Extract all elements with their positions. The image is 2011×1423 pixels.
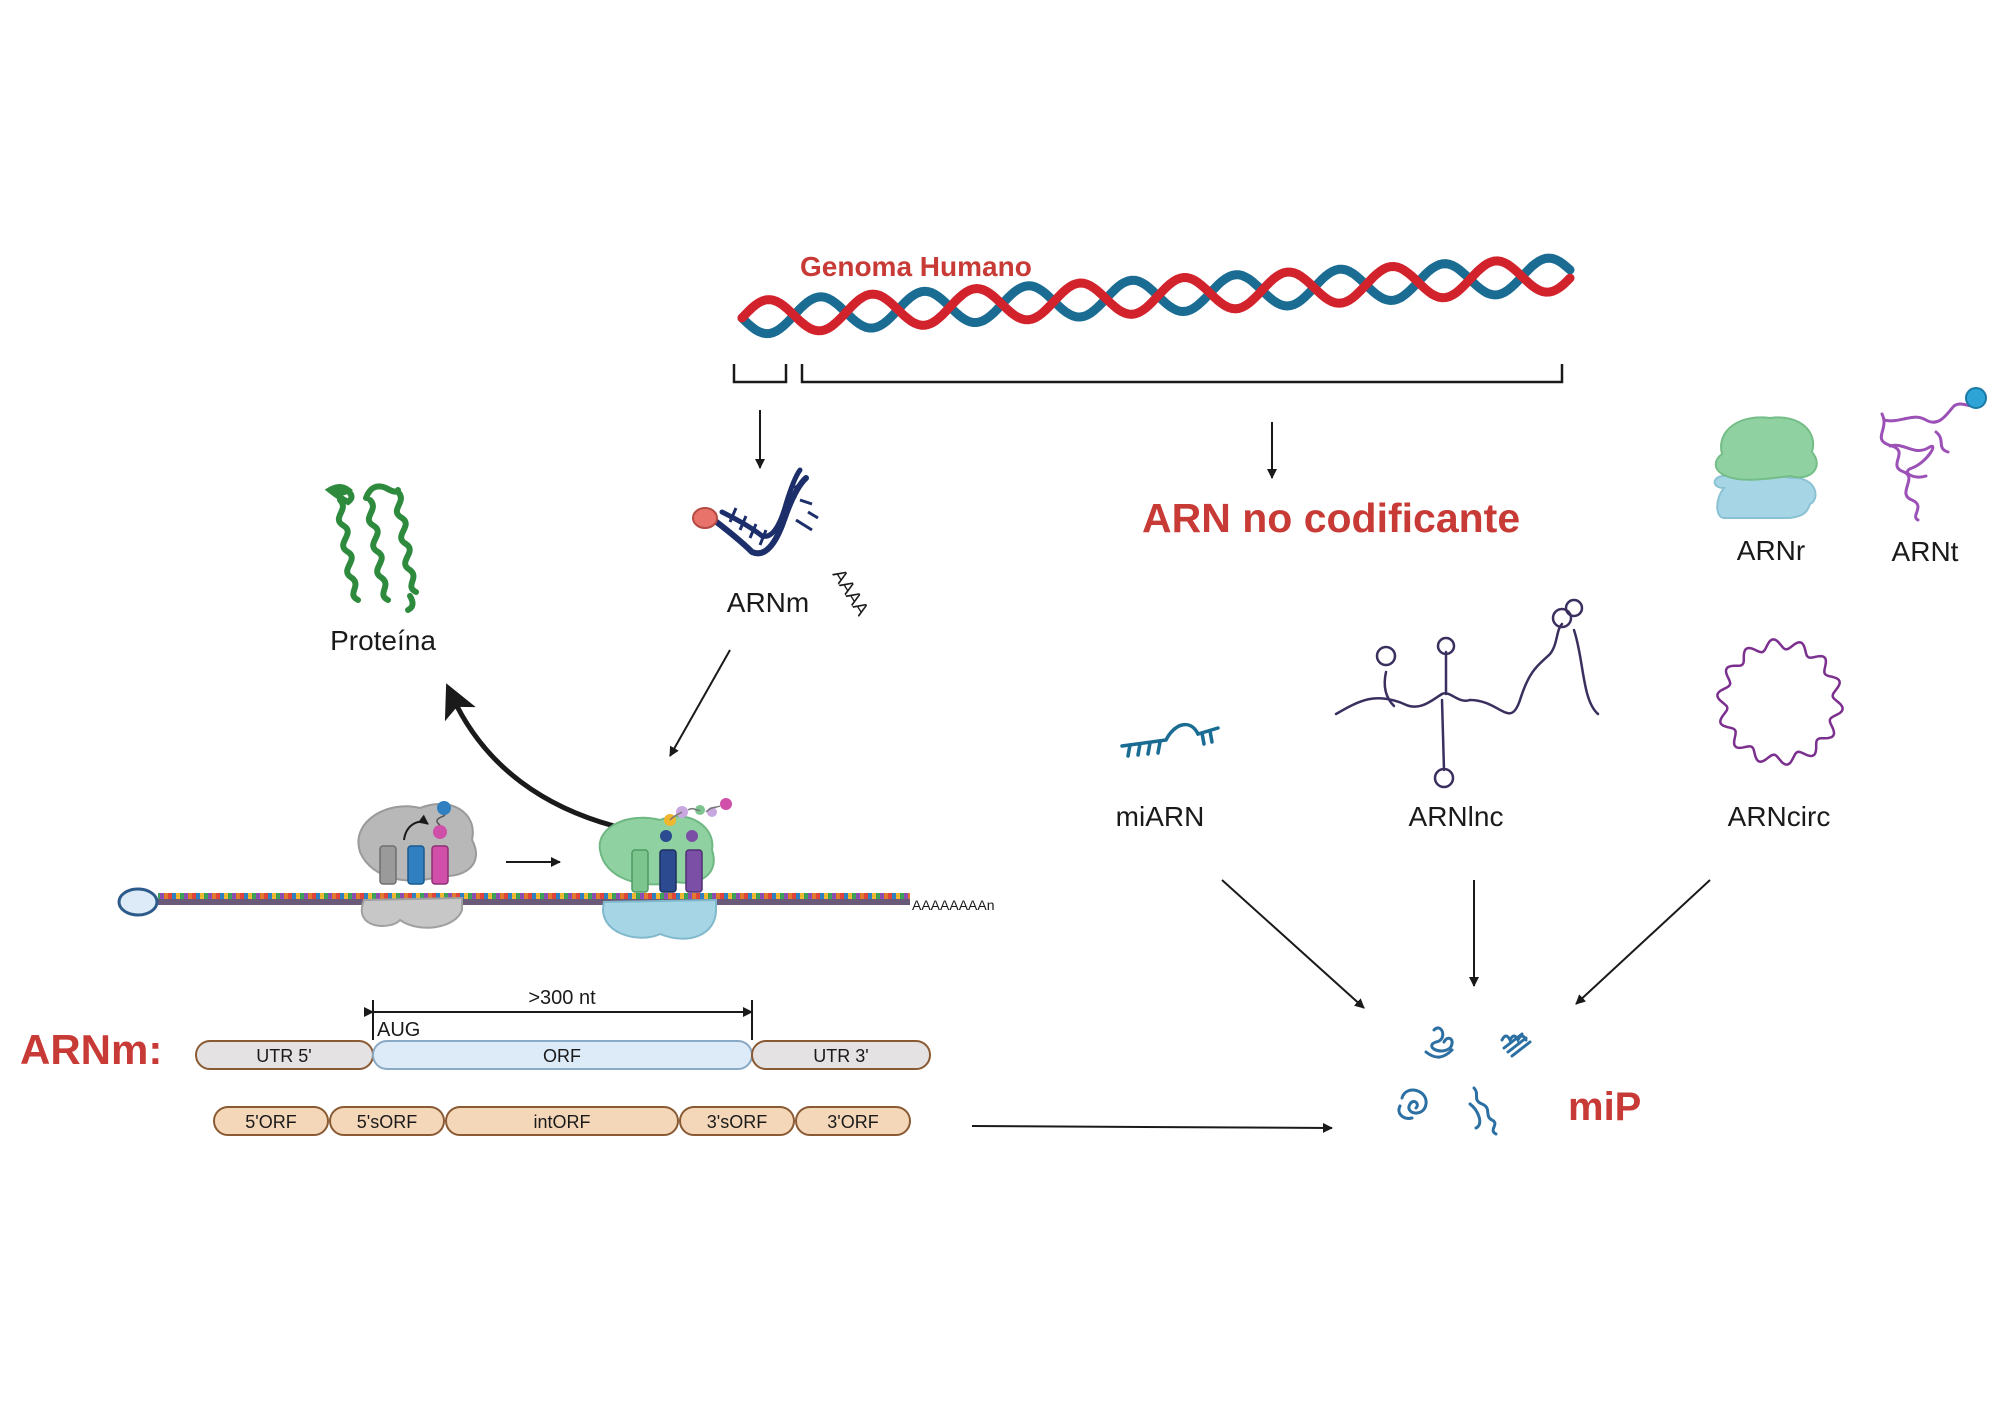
trna-icon: [1879, 402, 1978, 522]
ribosome-icon: [357, 801, 478, 929]
sorf-intorf: intORF: [445, 1106, 679, 1136]
mrna-strand: [117, 887, 910, 917]
arrow-mirna-to-mip: [1221, 879, 1365, 1009]
region-orf-label: ORF: [543, 1046, 581, 1066]
start-codon-label: AUG: [377, 1019, 420, 1041]
sorf-3orf-label: 3'ORF: [827, 1112, 878, 1132]
sorf-3orf: 3'ORF: [795, 1106, 911, 1136]
sorf-3sorf: 3'sORF: [679, 1106, 795, 1136]
genome-label: Genoma Humano: [800, 251, 1032, 282]
mip-label: miP: [1568, 1085, 1641, 1129]
ncrna-title: ARN no codificante: [1142, 495, 1520, 541]
region-utr5: UTR 5': [195, 1040, 374, 1070]
mrna-icon: [692, 467, 819, 557]
region-utr3: UTR 3': [751, 1040, 931, 1070]
region-orf: ORF: [372, 1040, 753, 1070]
protein-label: Proteína: [330, 625, 436, 656]
protein-icon: [324, 483, 419, 613]
sorf-5orf-label: 5'ORF: [245, 1112, 296, 1132]
mrna-polya-tail: AAAA: [828, 566, 873, 620]
sorf-3sorf-label: 3'sORF: [707, 1112, 767, 1132]
arrow-circrna-to-mip: [1575, 879, 1711, 1005]
lncrna-icon: [1334, 598, 1600, 789]
micropeptide-icon: [1397, 1026, 1532, 1136]
mirna-icon: [1120, 722, 1220, 758]
mrna-label: ARNm: [727, 587, 809, 618]
lncrna-label: ARNlnc: [1409, 801, 1504, 832]
ribosome-icon: [598, 798, 732, 940]
trna-label: ARNt: [1892, 536, 1959, 567]
sorf-5sorf: 5'sORF: [329, 1106, 445, 1136]
sorf-intorf-label: intORF: [533, 1112, 590, 1132]
arrow-to-protein: [444, 683, 615, 829]
circrna-label: ARNcirc: [1728, 801, 1831, 832]
rrna-label: ARNr: [1737, 535, 1805, 566]
region-utr3-label: UTR 3': [813, 1046, 868, 1066]
mirna-label: miARN: [1116, 801, 1205, 832]
arrow-sorfs-to-mip: [971, 1122, 1333, 1133]
rrna-icon: [1713, 416, 1818, 519]
dna-helix-icon: [737, 253, 1575, 339]
circrna-icon: [1716, 638, 1844, 766]
sorf-5sorf-label: 5'sORF: [357, 1112, 417, 1132]
orf-length-label: >300 nt: [528, 987, 596, 1009]
trna-amino-acid-icon: [1965, 387, 1987, 409]
noncoding-region-bracket: [800, 364, 1564, 384]
structure-title: ARNm:: [20, 1026, 162, 1073]
coding-region-bracket: [732, 364, 788, 384]
arrow-to-translation: [669, 649, 731, 757]
sorf-5orf: 5'ORF: [213, 1106, 329, 1136]
polya-label: AAAAAAAAn: [912, 897, 995, 913]
region-utr5-label: UTR 5': [256, 1046, 311, 1066]
